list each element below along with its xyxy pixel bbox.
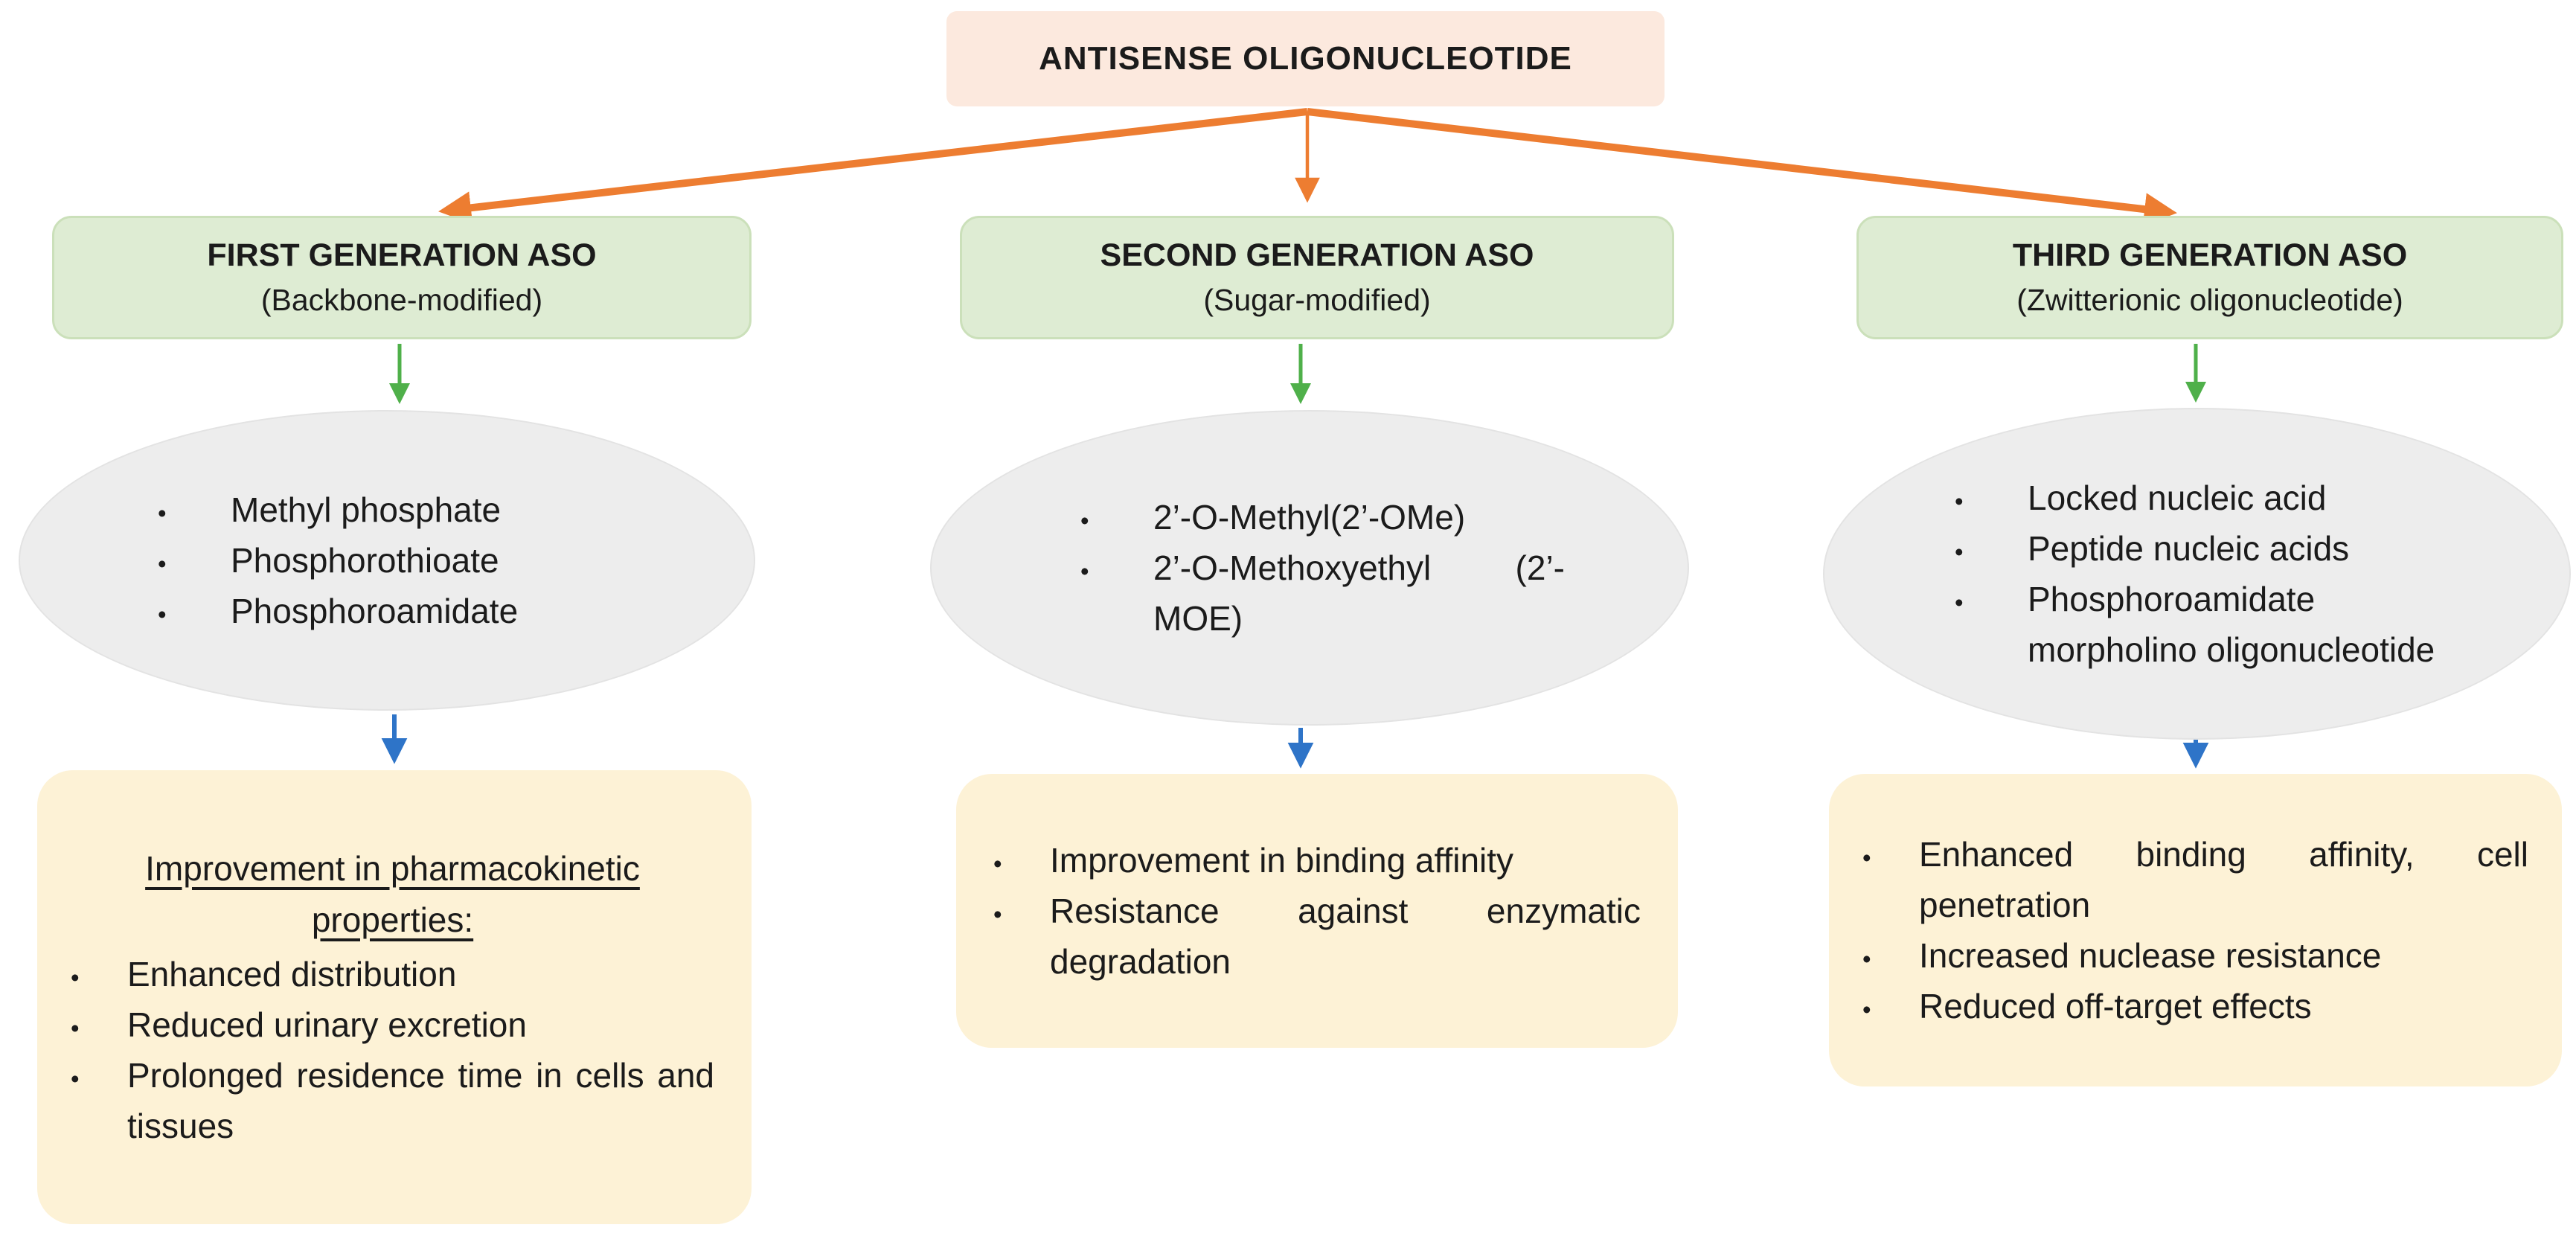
- gen1-modifications-ellipse: • Methyl phosphate • Phosphorothioate • Phosp…: [19, 410, 755, 711]
- bullet-icon: •: [158, 601, 167, 629]
- gen2-header: SECOND GENERATION ASO: [1100, 237, 1534, 274]
- bullet-item: • Enhanced binding affinity, cell penetra…: [1862, 829, 2528, 930]
- bullet-item: • Phosphoroamidate morpholino oligonucleo…: [1955, 574, 2443, 675]
- gen2-outcomes-box: • Improvement in binding affinity • Resista…: [956, 774, 1678, 1048]
- bullet-item: • Improvement in binding affinity: [993, 835, 1641, 886]
- bullet-text: Prolonged residence time in cells and ti…: [127, 1056, 714, 1146]
- page-title: ANTISENSE OLIGONUCLEOTIDE: [1039, 40, 1572, 77]
- bullet-item: • Phosphoroamidate: [158, 586, 650, 636]
- gen2-box: SECOND GENERATION ASO (Sugar-modified): [960, 216, 1674, 339]
- bullet-text: 2’-O-Methoxyethyl (2’-MOE): [1153, 548, 1565, 638]
- bullet-text: Increased nuclease resistance: [1919, 936, 2382, 975]
- gen2-outcomes-list: • Improvement in binding affinity • Resista…: [993, 835, 1641, 987]
- bullet-icon: •: [1080, 506, 1089, 534]
- bullet-icon: •: [1862, 843, 1871, 871]
- gen1-subheader: (Backbone-modified): [260, 283, 543, 318]
- bullet-icon: •: [71, 1014, 80, 1042]
- bullet-icon: •: [1080, 557, 1089, 585]
- bullet-text: Enhanced distribution: [127, 954, 457, 993]
- bullet-icon: •: [1955, 487, 1964, 515]
- bullet-text: Methyl phosphate: [231, 490, 502, 529]
- bullet-item: • 2’-O-Methyl(2’-OMe): [1080, 492, 1565, 543]
- bullet-icon: •: [158, 499, 167, 527]
- gen3-header: THIRD GENERATION ASO: [2012, 237, 2408, 274]
- arrow-title-to-gen1: [438, 108, 1308, 225]
- gen2-subheader: (Sugar-modified): [1203, 283, 1431, 318]
- bullet-item: • Locked nucleic acid: [1955, 473, 2443, 523]
- bullet-text: Phosphoroamidate: [231, 592, 519, 631]
- bullet-item: • Enhanced distribution: [71, 949, 714, 999]
- bullet-text: 2’-O-Methyl(2’-OMe): [1153, 497, 1466, 537]
- bullet-text: Resistance against enzymatic degradation: [1050, 891, 1641, 982]
- bullet-item: • Reduced off-target effects: [1862, 981, 2528, 1031]
- gen3-box: THIRD GENERATION ASO (Zwitterionic oligo…: [1856, 216, 2563, 339]
- arrow-title-to-gen3: [1307, 108, 2177, 226]
- bullet-icon: •: [993, 849, 1002, 877]
- gen3-modifications-ellipse: • Locked nucleic acid • Peptide nucleic aci…: [1823, 408, 2571, 740]
- bullet-item: • Phosphorothioate: [158, 535, 650, 586]
- bullet-icon: •: [993, 900, 1002, 928]
- bullet-text: Peptide nucleic acids: [2028, 528, 2350, 568]
- bullet-text: Phosphoroamidate morpholino oligonucleot…: [2028, 580, 2435, 670]
- bullet-icon: •: [1955, 589, 1964, 616]
- gen1-outcomes-box: Improvement in pharmacokinetic propertie…: [37, 770, 752, 1224]
- gen3-outcomes-list: • Enhanced binding affinity, cell penetra…: [1862, 829, 2528, 1031]
- gen1-box: FIRST GENERATION ASO (Backbone-modified): [52, 216, 752, 339]
- bullet-icon: •: [158, 549, 167, 577]
- bullet-text: Locked nucleic acid: [2028, 478, 2327, 517]
- bullet-icon: •: [1862, 996, 1871, 1024]
- gen3-outcomes-box: • Enhanced binding affinity, cell penetra…: [1829, 774, 2562, 1086]
- bullet-text: Enhanced binding affinity, cell penetrat…: [1919, 834, 2528, 924]
- bullet-text: Improvement in binding affinity: [1050, 840, 1514, 880]
- gen3-subheader: (Zwitterionic oligonucleotide): [2016, 283, 2403, 318]
- bullet-item: • Increased nuclease resistance: [1862, 930, 2528, 981]
- bullet-item: • Prolonged residence time in cells and t…: [71, 1050, 714, 1151]
- bullet-text: Phosphorothioate: [231, 540, 499, 580]
- bullet-icon: •: [71, 1065, 80, 1092]
- bullet-icon: •: [1862, 945, 1871, 973]
- bullet-text: Reduced off-target effects: [1919, 987, 2312, 1026]
- gen1-outcomes-list: • Enhanced distribution • Reduced urinary e…: [71, 949, 714, 1151]
- title-box: ANTISENSE OLIGONUCLEOTIDE: [946, 11, 1665, 106]
- bullet-item: • Peptide nucleic acids: [1955, 523, 2443, 574]
- gen1-outcomes-heading: Improvement in pharmacokinetic propertie…: [145, 848, 640, 939]
- bullet-item: • 2’-O-Methoxyethyl (2’-MOE): [1080, 543, 1565, 644]
- bullet-icon: •: [1955, 537, 1964, 566]
- bullet-item: • Reduced urinary excretion: [71, 999, 714, 1050]
- gen2-modifications-ellipse: • 2’-O-Methyl(2’-OMe) • 2’-O-Methoxyethyl (…: [930, 410, 1689, 726]
- bullet-text: Reduced urinary excretion: [127, 1005, 527, 1044]
- bullet-icon: •: [71, 963, 80, 991]
- bullet-item: • Resistance against enzymatic degradatio…: [993, 886, 1641, 987]
- gen1-header: FIRST GENERATION ASO: [207, 237, 597, 274]
- bullet-item: • Methyl phosphate: [158, 484, 650, 535]
